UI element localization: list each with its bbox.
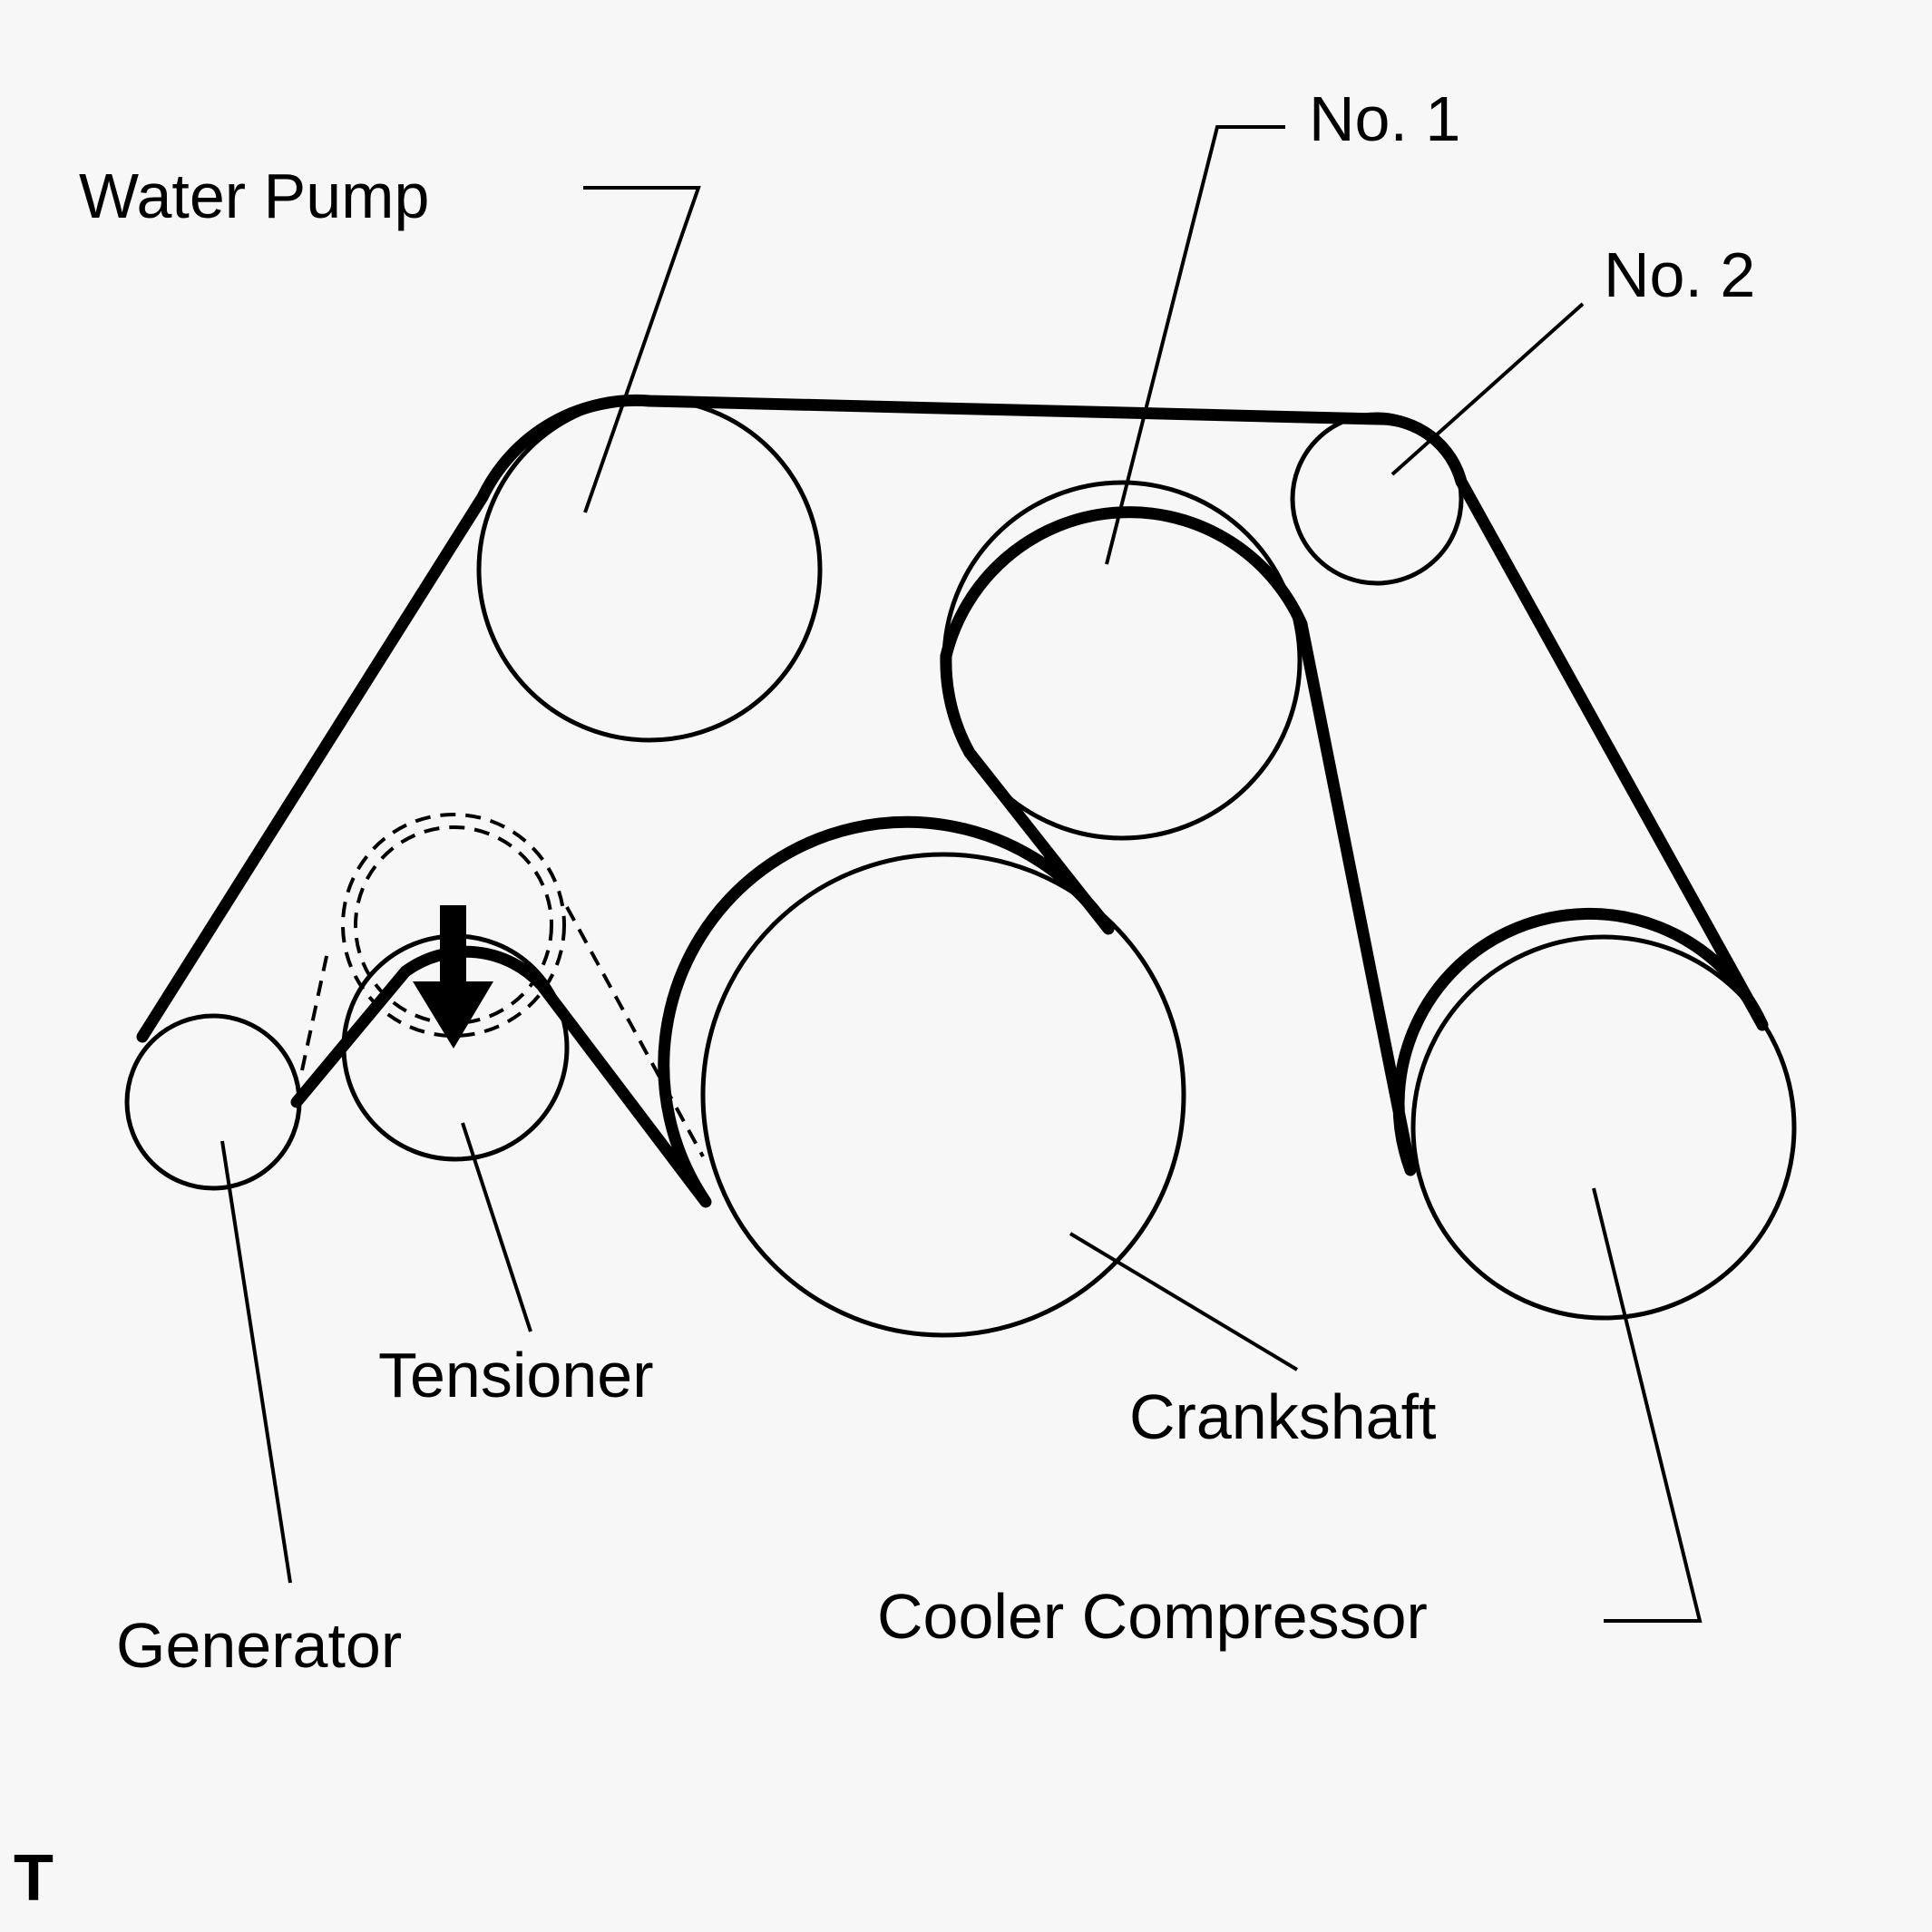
no1-idler-pulley — [942, 480, 1303, 841]
no2-label: No. 2 — [1604, 239, 1755, 310]
no2-leader — [1390, 302, 1585, 476]
cooler-compressor-label: Cooler Compressor — [877, 1581, 1428, 1652]
crankshaft-pulley — [700, 852, 1186, 1338]
water-pump-label: Water Pump — [79, 161, 429, 231]
no2-idler-pulley — [1290, 412, 1464, 586]
crankshaft-label: Crankshaft — [1129, 1381, 1436, 1452]
water-pump-leader — [583, 186, 701, 513]
belt-released-position — [300, 906, 705, 1157]
tensioner-released-position — [341, 813, 566, 1038]
cooler-compressor-pulley — [1410, 934, 1797, 1321]
generator-label: Generator — [116, 1610, 402, 1681]
tensioner-leader — [461, 1122, 532, 1332]
generator-leader — [220, 1140, 292, 1584]
water-pump-pulley — [476, 396, 823, 743]
cooler-compressor-leader — [1592, 1187, 1703, 1623]
no1-label: No. 1 — [1309, 83, 1460, 154]
no1-leader — [1105, 125, 1285, 565]
generator-pulley — [124, 1013, 302, 1191]
arrow-down-icon — [413, 905, 493, 1049]
crankshaft-leader — [1068, 1232, 1299, 1371]
corner-mark: T — [14, 1842, 54, 1915]
tensioner-label: Tensioner — [378, 1340, 654, 1410]
drive-belt — [136, 394, 1769, 1208]
